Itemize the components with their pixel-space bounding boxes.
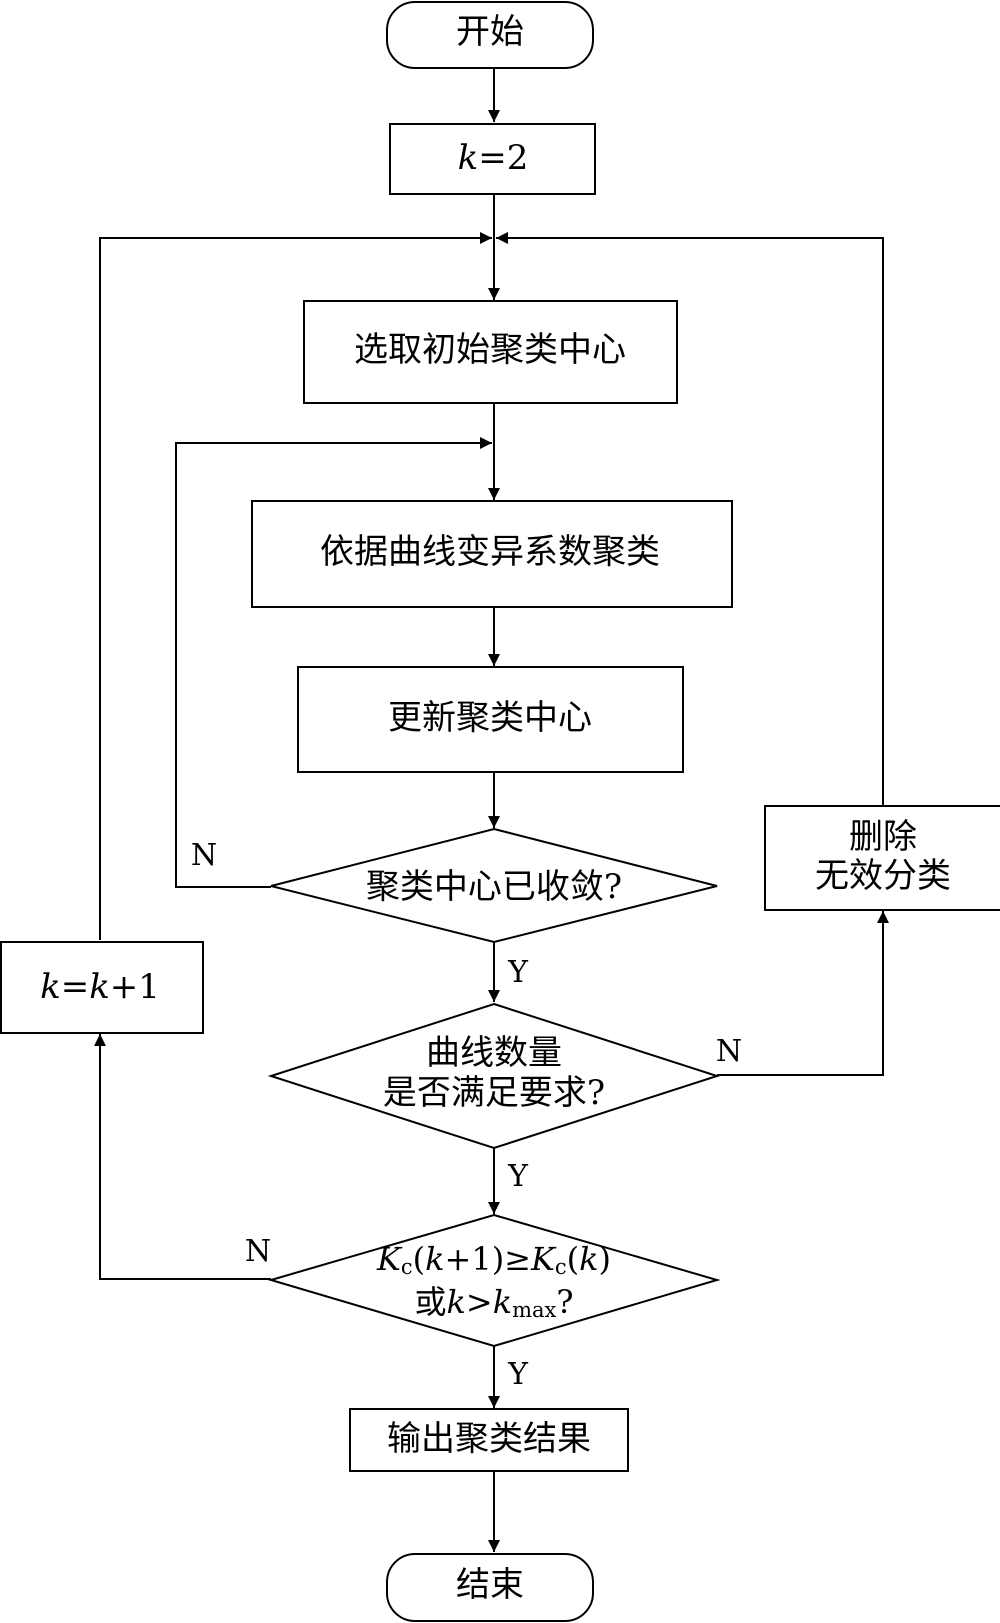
count-label-line2: 是否满足要求?	[383, 1073, 605, 1113]
stop-no-label: N	[245, 1234, 271, 1269]
increment-k-node: k=k+1	[0, 941, 204, 1034]
increment-k-var: k	[40, 967, 61, 1007]
stop-K2: K	[530, 1240, 557, 1278]
stop-label-line2: 或k>kmax?	[414, 1283, 573, 1322]
stop-label-line1: Kc(k+1)≥Kc(k)	[376, 1240, 611, 1279]
update-centers-node: 更新聚类中心	[297, 666, 684, 773]
stop-k2: k	[579, 1240, 598, 1278]
update-centers-label: 更新聚类中心	[388, 698, 592, 738]
edge-stop-no	[94, 1034, 271, 1280]
stop-geq: ≥	[504, 1240, 531, 1278]
init-k-var: k	[458, 138, 479, 178]
increment-k-label: k=k+1	[40, 967, 160, 1007]
stop-k4: k	[493, 1283, 512, 1321]
edge-delete-to-select	[496, 232, 884, 805]
stop-c1: c	[401, 1255, 413, 1279]
converged-no-label: N	[191, 838, 217, 873]
stop-k1: k	[425, 1240, 444, 1278]
stop-K1: K	[376, 1240, 403, 1278]
stop-k3: k	[446, 1283, 465, 1321]
count-decision: 曲线数量 是否满足要求?	[267, 1002, 721, 1150]
converged-yes-label: Y	[507, 955, 529, 990]
stop-decision: Kc(k+1)≥Kc(k) 或k>kmax?	[267, 1213, 721, 1348]
start-label: 开始	[456, 12, 524, 52]
connectors	[94, 68, 889, 1552]
stop-yes-label: Y	[507, 1357, 529, 1392]
delete-node: 删除 无效分类	[764, 805, 1000, 911]
edge-count-no	[717, 911, 889, 1076]
edge-increment-to-select	[99, 232, 492, 940]
init-k-node: k=2	[389, 123, 596, 195]
select-centers-node: 选取初始聚类中心	[303, 300, 678, 404]
edge-converged-no	[175, 437, 492, 888]
stop-c2: c	[555, 1255, 567, 1279]
count-yes-label: Y	[507, 1159, 529, 1194]
cluster-label: 依据曲线变异系数聚类	[320, 532, 660, 572]
output-label: 输出聚类结果	[387, 1419, 591, 1459]
increment-plus: +1	[110, 967, 160, 1007]
init-k-rest: =2	[478, 138, 528, 178]
end-node: 结束	[386, 1553, 594, 1622]
delete-label-line2: 无效分类	[815, 856, 951, 896]
stop-plus-one: +1)	[445, 1240, 505, 1278]
select-centers-label: 选取初始聚类中心	[354, 330, 626, 370]
converged-label: 聚类中心已收敛?	[366, 867, 622, 907]
cluster-node: 依据曲线变异系数聚类	[251, 500, 733, 608]
converged-decision: 聚类中心已收敛?	[270, 827, 718, 944]
increment-eq: =	[61, 967, 90, 1007]
init-k-label: k=2	[458, 138, 529, 178]
stop-q: ?	[556, 1283, 573, 1321]
stop-paren2: (	[567, 1240, 579, 1278]
increment-k-var2: k	[89, 967, 110, 1007]
stop-paren1: (	[413, 1240, 425, 1278]
count-no-label: N	[716, 1034, 742, 1069]
stop-paren2-close: )	[599, 1240, 611, 1278]
edge-labels: N Y N Y N Y	[191, 838, 742, 1392]
delete-label-line1: 删除	[849, 817, 917, 857]
count-label-line1: 曲线数量	[426, 1033, 562, 1073]
end-label: 结束	[456, 1565, 524, 1605]
output-node: 输出聚类结果	[349, 1408, 629, 1472]
stop-or: 或	[414, 1283, 446, 1321]
stop-max: max	[512, 1298, 556, 1322]
start-node: 开始	[386, 1, 594, 69]
stop-gt: >	[466, 1283, 493, 1321]
